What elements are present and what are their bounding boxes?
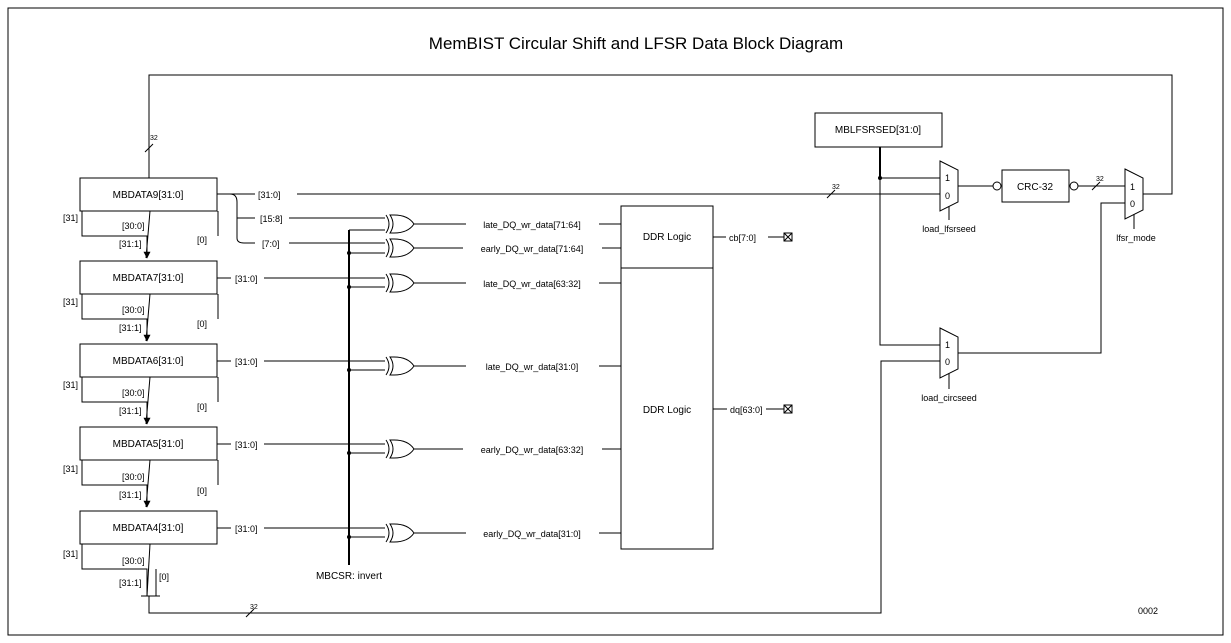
invert-label: MBCSR: invert: [316, 571, 382, 582]
ddr-logic-block: DDR Logic DDR Logic: [620, 205, 714, 550]
svg-text:[31:1]: [31:1]: [119, 578, 142, 588]
svg-text:[31:1]: [31:1]: [119, 239, 142, 249]
seed-wires: 32: [148, 147, 940, 618]
register-mbdata9: MBDATA9[31:0]: [79, 177, 218, 212]
mux-lfsr-mode: 1 0 lfsr_mode: [1116, 168, 1156, 243]
svg-text:MBDATA7[31:0]: MBDATA7[31:0]: [113, 273, 184, 284]
load-lfsrseed-label: load_lfsrseed: [922, 224, 976, 234]
figure-id: 0002: [1138, 606, 1158, 616]
svg-text:1: 1: [945, 340, 950, 350]
shift-chains: [81, 210, 219, 597]
load-circseed-label: load_circseed: [921, 393, 977, 403]
lfsr-mode-label: lfsr_mode: [1116, 233, 1156, 243]
svg-text:late_DQ_wr_data[63:32]: late_DQ_wr_data[63:32]: [483, 279, 581, 289]
svg-text:MBDATA6[31:0]: MBDATA6[31:0]: [113, 356, 184, 367]
mux-load-lfsrseed: 1 0 load_lfsrseed: [922, 160, 976, 234]
crc-path: CRC-32 32: [958, 169, 1125, 203]
feedback-bus-top: [148, 74, 1173, 195]
svg-text:[31:1]: [31:1]: [119, 406, 142, 416]
svg-text:0: 0: [1130, 199, 1135, 209]
svg-text:[31]: [31]: [63, 549, 78, 559]
mux-load-circseed: 1 0 load_circseed: [921, 202, 1125, 403]
ddr-logic-bottom-label: DDR Logic: [643, 405, 691, 416]
register-mbdata5: MBDATA5[31:0]: [79, 426, 218, 461]
svg-text:MBDATA4[31:0]: MBDATA4[31:0]: [113, 523, 184, 534]
svg-text:late_DQ_wr_data[71:64]: late_DQ_wr_data[71:64]: [483, 220, 581, 230]
ddr-outputs: cb[7:0] dq[63:0]: [713, 232, 793, 415]
svg-text:[30:0]: [30:0]: [122, 472, 145, 482]
svg-text:[0]: [0]: [197, 319, 207, 329]
svg-text:[31:0]: [31:0]: [258, 190, 281, 200]
dq-label: dq[63:0]: [730, 405, 763, 415]
register-mblfsrsed: MBLFSRSED[31:0]: [814, 112, 943, 148]
svg-text:early_DQ_wr_data[71:64]: early_DQ_wr_data[71:64]: [481, 244, 584, 254]
svg-text:[31]: [31]: [63, 297, 78, 307]
svg-text:[31]: [31]: [63, 213, 78, 223]
svg-text:32: 32: [1096, 176, 1104, 183]
register-mbdata4: MBDATA4[31:0]: [79, 510, 218, 545]
svg-text:0: 0: [945, 357, 950, 367]
xor-output-wires: late_DQ_wr_data[71:64] early_DQ_wr_data[…: [414, 220, 621, 539]
svg-text:[31]: [31]: [63, 464, 78, 474]
svg-text:early_DQ_wr_data[63:32]: early_DQ_wr_data[63:32]: [481, 445, 584, 455]
svg-text:late_DQ_wr_data[31:0]: late_DQ_wr_data[31:0]: [486, 362, 579, 372]
svg-text:[31:1]: [31:1]: [119, 490, 142, 500]
register-to-xor-wires: [31:0] [31:0] [31:0] [31:0]: [217, 274, 385, 534]
svg-text:32: 32: [832, 184, 840, 191]
bus-width-bottom: 32: [250, 604, 258, 611]
mbdata9-outputs: [31:0] 32 [15:8] [7:0]: [217, 184, 940, 249]
split-hi-label: [15:8]: [260, 214, 283, 224]
svg-text:0: 0: [945, 191, 950, 201]
svg-text:[0]: [0]: [197, 486, 207, 496]
svg-text:early_DQ_wr_data[31:0]: early_DQ_wr_data[31:0]: [483, 529, 581, 539]
svg-text:MBDATA5[31:0]: MBDATA5[31:0]: [113, 439, 184, 450]
ddr-logic-top-label: DDR Logic: [643, 232, 691, 243]
invert-bus: MBCSR: invert: [316, 229, 385, 582]
svg-text:[31:0]: [31:0]: [235, 524, 258, 534]
shift-labels: [31] [30:0] [31:1] [0] [31] [30:0] [31:1…: [63, 213, 207, 588]
svg-text:MBLFSRSED[31:0]: MBLFSRSED[31:0]: [835, 125, 921, 136]
xor-gates: [385, 214, 415, 543]
svg-text:[0]: [0]: [197, 402, 207, 412]
register-mbdata7: MBDATA7[31:0]: [79, 260, 218, 295]
svg-text:[31]: [31]: [63, 380, 78, 390]
svg-text:1: 1: [1130, 182, 1135, 192]
svg-text:[30:0]: [30:0]: [122, 388, 145, 398]
diagram-frame: [7, 7, 1224, 636]
svg-text:[0]: [0]: [197, 235, 207, 245]
svg-text:1: 1: [945, 173, 950, 183]
diagram-title: MemBIST Circular Shift and LFSR Data Blo…: [429, 34, 843, 53]
register-mbdata6: MBDATA6[31:0]: [79, 343, 218, 378]
split-lo-label: [7:0]: [262, 239, 280, 249]
crc-label: CRC-32: [1017, 182, 1054, 193]
svg-text:MBDATA9[31:0]: MBDATA9[31:0]: [113, 190, 184, 201]
cb-label: cb[7:0]: [729, 233, 756, 243]
svg-text:[31:1]: [31:1]: [119, 323, 142, 333]
svg-text:[30:0]: [30:0]: [122, 305, 145, 315]
svg-text:[30:0]: [30:0]: [122, 556, 145, 566]
svg-text:[31:0]: [31:0]: [235, 440, 258, 450]
svg-text:[31:0]: [31:0]: [235, 357, 258, 367]
svg-text:[0]: [0]: [159, 572, 169, 582]
svg-text:[31:0]: [31:0]: [235, 274, 258, 284]
bus-width-top: 32: [150, 135, 158, 142]
svg-text:[30:0]: [30:0]: [122, 221, 145, 231]
